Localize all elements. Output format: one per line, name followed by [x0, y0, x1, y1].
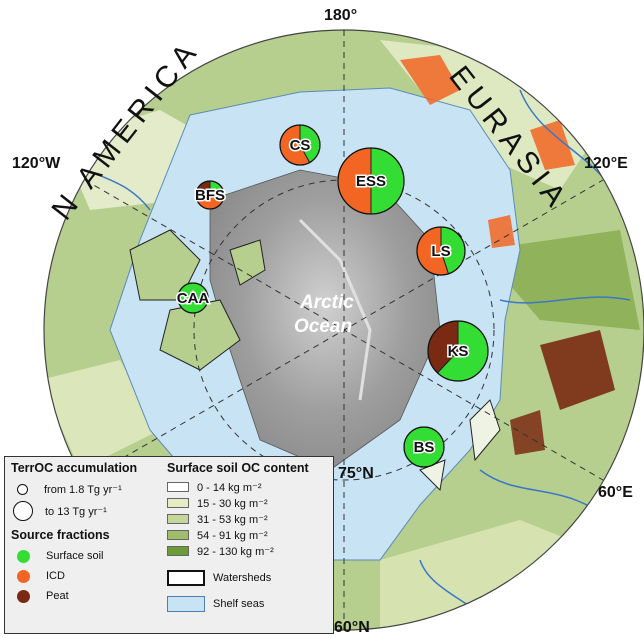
- coord-right-lower-label: 60°E: [598, 484, 633, 501]
- shelf-row: Shelf seas: [167, 591, 333, 617]
- accumulation-min-label: from 1.8 Tg yr⁻¹: [44, 483, 122, 496]
- soil-class-label-2: 15 - 30 kg m⁻²: [197, 497, 268, 510]
- icd-area-1: [400, 55, 460, 105]
- soil-class-swatch-5: [167, 546, 189, 556]
- legend-panel: TerrOC accumulation from 1.8 Tg yr⁻¹ to …: [4, 456, 334, 634]
- sea-label-caa: CAA: [177, 290, 210, 307]
- shelf-label: Shelf seas: [213, 598, 265, 610]
- source-pies: CS ESS BFS LS CAA KS BS: [175, 124, 489, 468]
- sea-label-bfs: BFS: [195, 187, 225, 204]
- accumulation-min-row: from 1.8 Tg yr⁻¹: [11, 479, 161, 499]
- island-caa-1: [129, 229, 201, 301]
- sea-label-ks: KS: [448, 343, 469, 360]
- soil-class-swatch-4: [167, 530, 189, 540]
- icd-area-3: [488, 215, 515, 248]
- ocean-label-line1: Arctic: [299, 292, 354, 313]
- soil-class-label-5: 92 - 130 kg m⁻²: [197, 545, 274, 558]
- sea-label-ls: LS: [431, 243, 450, 260]
- land-east-forest: [480, 230, 640, 330]
- pie-ls: LS: [416, 226, 466, 276]
- pie-outline-bs: [403, 426, 445, 468]
- soil-class-row-5: 92 - 130 kg m⁻²: [167, 543, 333, 559]
- ridge: [298, 218, 372, 401]
- watersheds-swatch: [167, 570, 205, 586]
- source-icd-row: ICD: [11, 566, 161, 586]
- ocean-label-line2: Ocean: [294, 316, 352, 337]
- accumulation-title: TerrOC accumulation: [11, 461, 138, 475]
- sea-label-ess: ESS: [356, 173, 386, 190]
- peat-area-1: [540, 330, 615, 410]
- land-west-lower: [44, 360, 160, 470]
- legend-right-column: Surface soil OC content 0 - 14 kg m⁻² 15…: [167, 461, 333, 617]
- soil-oc-title: Surface soil OC content: [167, 461, 309, 475]
- pie-ks: KS: [427, 320, 489, 382]
- watersheds-row: Watersheds: [167, 565, 333, 591]
- pie-ess: ESS: [337, 147, 405, 215]
- pie-bs: BS: [403, 426, 445, 468]
- icd-area-2: [530, 120, 575, 170]
- source-surface-row: Surface soil: [11, 546, 161, 566]
- island-novaya: [469, 399, 501, 462]
- pie-outline-bfs: [195, 180, 225, 210]
- peat-dot-icon: [17, 589, 30, 603]
- pie-outline-ess: [337, 147, 405, 215]
- pie-caa: CAA: [175, 282, 211, 314]
- soil-class-row-2: 15 - 30 kg m⁻²: [167, 495, 333, 511]
- pie-outline-ls: [416, 226, 466, 276]
- soil-class-label-3: 31 - 53 kg m⁻²: [197, 513, 268, 526]
- pie-cs: CS: [279, 124, 321, 166]
- pie-outline-caa: [177, 282, 209, 314]
- coord-bottom-label: 60°N: [334, 619, 370, 636]
- source-fractions-title: Source fractions: [11, 528, 110, 542]
- watersheds-label: Watersheds: [213, 572, 272, 584]
- peat-area-2: [510, 410, 545, 455]
- river-3: [499, 296, 631, 304]
- surface-soil-dot-icon: [17, 549, 30, 563]
- soil-class-row-1: 0 - 14 kg m⁻²: [167, 479, 333, 495]
- source-surface-label: Surface soil: [46, 550, 104, 562]
- coord-parallel-label: 75°N: [338, 465, 374, 482]
- legend-left-column: TerrOC accumulation from 1.8 Tg yr⁻¹ to …: [11, 461, 161, 606]
- soil-class-swatch-2: [167, 498, 189, 508]
- pie-outline-cs: [279, 124, 321, 166]
- soil-class-swatch-3: [167, 514, 189, 524]
- coord-right-label: 120°E: [584, 155, 628, 172]
- coord-top-label: 180°: [324, 7, 357, 24]
- soil-class-swatch-1: [167, 482, 189, 492]
- source-peat-row: Peat: [11, 586, 161, 606]
- icd-dot-icon: [17, 569, 30, 583]
- sea-label-bs: BS: [414, 439, 435, 456]
- shelf-swatch: [167, 596, 205, 612]
- pie-bfs: BFS: [194, 180, 227, 210]
- pie-outline-ks: [427, 320, 489, 382]
- soil-class-row-3: 31 - 53 kg m⁻²: [167, 511, 333, 527]
- soil-class-label-4: 54 - 91 kg m⁻²: [197, 529, 268, 542]
- soil-class-label-1: 0 - 14 kg m⁻²: [197, 481, 262, 494]
- coord-left-label: 120°W: [12, 155, 61, 172]
- source-icd-label: ICD: [46, 570, 65, 582]
- island-caa-3: [229, 239, 266, 286]
- accumulation-max-row: to 13 Tg yr⁻¹: [11, 499, 161, 523]
- island-caa-2: [159, 299, 241, 371]
- size-circle-large-icon: [13, 501, 33, 521]
- accumulation-max-label: to 13 Tg yr⁻¹: [45, 505, 107, 518]
- soil-class-row-4: 54 - 91 kg m⁻²: [167, 527, 333, 543]
- sea-label-cs: CS: [290, 137, 311, 154]
- source-peat-label: Peat: [46, 590, 69, 602]
- size-circle-small-icon: [17, 483, 28, 495]
